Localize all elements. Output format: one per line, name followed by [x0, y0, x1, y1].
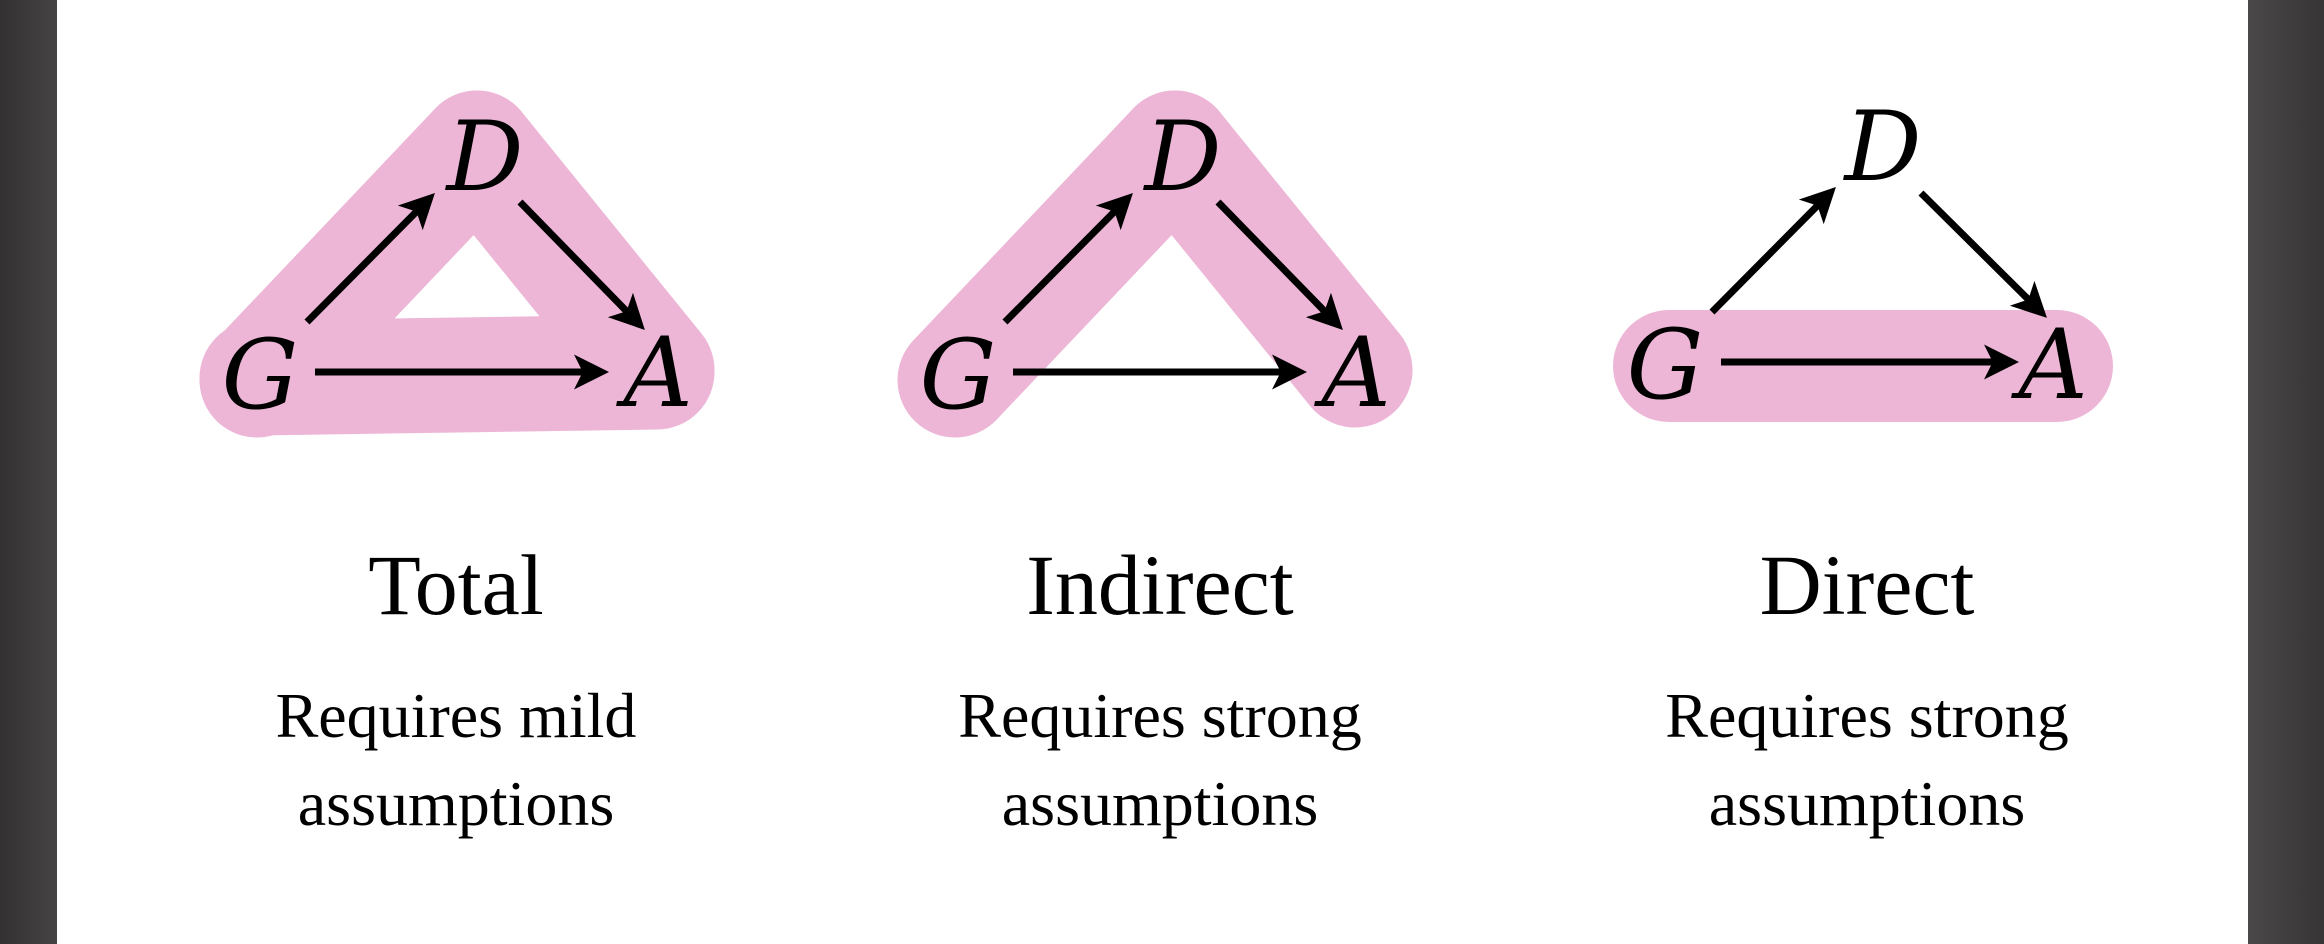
node-a: A: [615, 317, 692, 429]
node-g: G: [222, 319, 299, 431]
arrow-d-to-a: [1918, 190, 2047, 318]
node-g: G: [920, 319, 997, 431]
arrow-g-to-d: [1709, 187, 1836, 315]
subtitle-line-2: assumptions: [297, 768, 615, 839]
subtitle-total: Requires mild assumptions: [106, 672, 806, 848]
arrow-d-to-a: [1215, 199, 1343, 331]
node-d: D: [1143, 101, 1222, 213]
right-border: [2248, 0, 2324, 944]
causal-diagrams-svg: G D A G D A: [199, 90, 2113, 438]
subtitle-line-2: assumptions: [1001, 768, 1319, 839]
subtitle-indirect: Requires strong assumptions: [810, 672, 1510, 848]
highlight-d-a: [1117, 90, 1413, 428]
diagram-indirect: G D A: [897, 90, 1413, 438]
title-total: Total: [368, 537, 544, 633]
subtitle-line-1: Requires strong: [958, 680, 1362, 751]
subtitle-direct: Requires strong assumptions: [1517, 672, 2217, 848]
figure-canvas: G D A G D A: [57, 0, 2248, 944]
diagram-direct: G D A: [1613, 91, 2113, 422]
arrow-d-to-a: [517, 199, 645, 331]
subtitle-line-1: Requires mild: [275, 680, 637, 751]
node-g: G: [1627, 309, 1704, 421]
arrow-g-to-d: [304, 193, 435, 325]
node-d: D: [445, 101, 524, 213]
subtitle-line-2: assumptions: [1708, 768, 2026, 839]
left-border: [0, 0, 57, 944]
node-d: D: [1843, 91, 1922, 203]
diagram-total: G D A: [199, 90, 715, 438]
node-a: A: [1313, 317, 1390, 429]
arrow-g-to-d: [1002, 193, 1133, 325]
title-indirect: Indirect: [1026, 537, 1294, 633]
node-a: A: [2010, 309, 2087, 421]
title-direct: Direct: [1759, 537, 1975, 633]
subtitle-line-1: Requires strong: [1665, 680, 2069, 751]
